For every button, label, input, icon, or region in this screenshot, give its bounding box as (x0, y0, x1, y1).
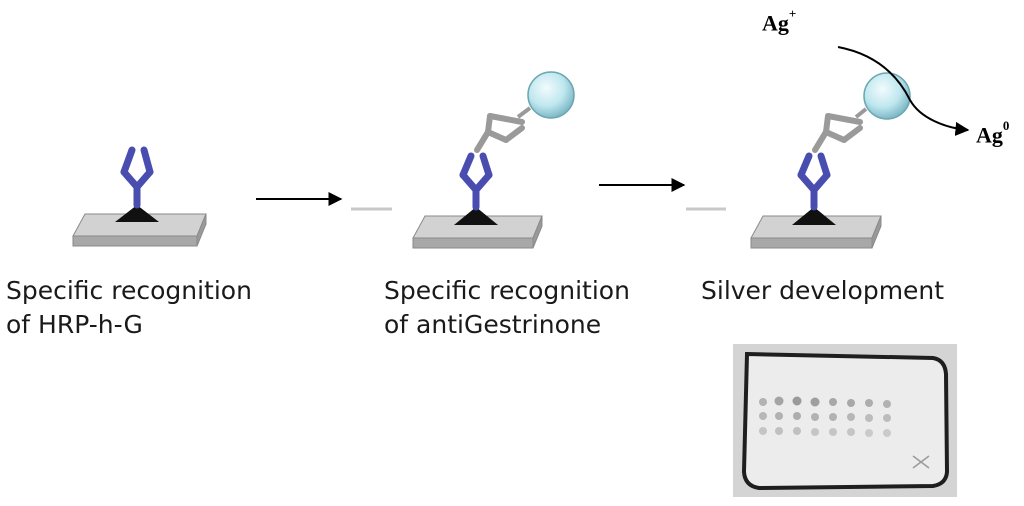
caption-line: Specific recognition (6, 276, 252, 305)
arrow-1 (256, 192, 392, 211)
antigen-triangle (115, 205, 159, 222)
substrate-slide (412, 215, 543, 249)
step-2-caption: Specific recognition of antiGestrinone (384, 274, 630, 342)
substrate-slide (72, 213, 207, 247)
step-1-assembly (72, 146, 207, 247)
silver-ion-label: Ag+ (762, 6, 796, 36)
antigen-triangle (792, 207, 836, 225)
secondary-antibody (812, 113, 863, 153)
spot-array (759, 396, 891, 437)
silver-stained-slide-photo (733, 344, 957, 497)
antigen-triangle (454, 207, 498, 225)
ion-base-text: Ag (976, 122, 1003, 148)
silver-reduction-arrow (837, 46, 970, 136)
primary-antibody (459, 152, 493, 211)
step-3-caption: Silver development (701, 274, 944, 308)
step-1-caption: Specific recognition of HRP-h-G (6, 274, 252, 342)
ion-charge: 0 (1002, 118, 1010, 133)
gold-nanoparticle (527, 71, 575, 119)
step-2-assembly (412, 71, 575, 249)
step-3-assembly (750, 46, 970, 249)
caption-line: Silver development (701, 276, 945, 305)
caption-line: Specific recognition (384, 276, 630, 305)
caption-line: of HRP-h-G (6, 310, 143, 339)
ion-charge: + (788, 6, 797, 21)
caption-line: of antiGestrinone (384, 310, 602, 339)
arrow-2 (599, 178, 726, 211)
gold-nanoparticle (863, 72, 911, 120)
ion-base-text: Ag (762, 10, 789, 36)
slide-photo-graphic (733, 344, 957, 497)
secondary-antibody (474, 113, 525, 153)
primary-antibody (120, 146, 154, 209)
substrate-slide (750, 215, 882, 249)
primary-antibody (797, 152, 831, 211)
silver-metal-label: Ag0 (976, 118, 1009, 148)
